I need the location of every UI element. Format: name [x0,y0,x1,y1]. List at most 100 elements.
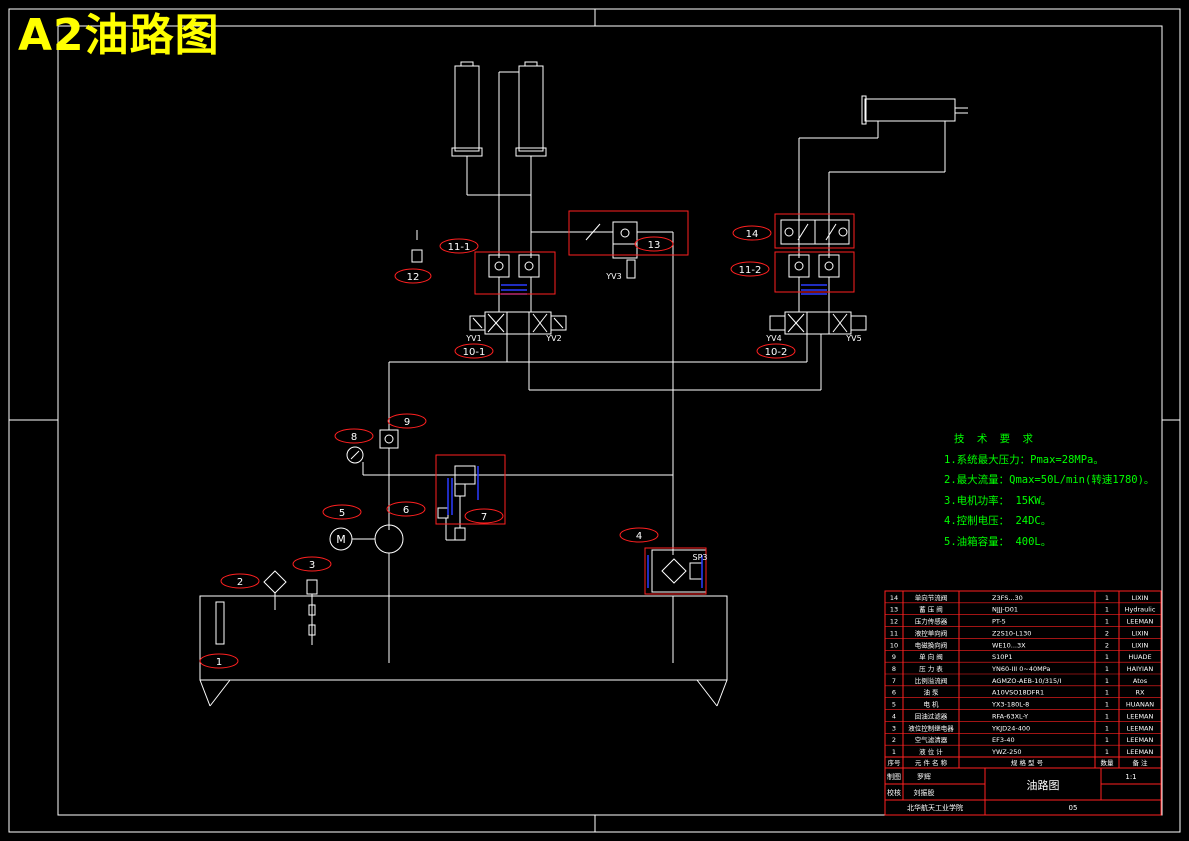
cylinder-right [861,95,968,125]
parts-cell-qty: 1 [1105,594,1109,602]
oval-10-1 [454,343,494,359]
label-6: 6 [403,505,409,516]
oval-14 [732,225,772,241]
throttle-check-valve-14 [780,219,850,245]
parts-cell-note: LIXIN [1132,629,1149,637]
parts-cell-qty: 1 [1105,701,1109,709]
label-1: 1 [216,657,222,668]
label-yv5: YV5 [845,334,861,343]
header-no: 序号 [888,758,902,767]
check-valve-9 [379,429,399,449]
parts-cell-name: 比例溢流阀 [915,676,948,685]
tech-item: 1.系统最大压力：Pmax=28MPa。 [944,453,1104,466]
oval-13 [634,236,674,252]
oval-4 [619,527,659,543]
oval-7 [464,508,504,524]
parts-cell-note: Hydraulic [1125,606,1156,614]
parts-cell-model: A10VSO18DFR1 [992,689,1044,697]
parts-cell-name: 液位控制继电器 [908,723,954,732]
parts-cell-note: LIXIN [1132,641,1149,649]
pressure-sensor-12 [411,249,423,263]
enclosure-11-2 [774,251,855,293]
oval-5 [322,504,362,520]
parts-cell-no: 7 [892,677,896,685]
parts-cell-no: 1 [892,748,896,756]
directional-valve-10-1 [469,311,567,335]
parts-cell-model: Z3FS...30 [992,594,1023,602]
oval-3 [292,556,332,572]
technical-requirements: 技 术 要 求 1.系统最大压力：Pmax=28MPa。 2.最大流量：Qmax… [944,429,1154,552]
parts-cell-note: LEEMAN [1127,724,1154,732]
label-11-1: 11-1 [448,242,471,253]
pilot-check-valve-11-2 [788,254,840,278]
enclosure-4 [644,547,707,595]
parts-cell-no: 2 [892,736,896,744]
oil-tank [199,595,728,707]
label-4: 4 [636,531,642,542]
parts-cell-no: 4 [892,712,896,720]
parts-cell-name: 蓄 压 阀 [919,605,943,614]
valve-13 [580,221,638,279]
parts-cell-qty: 1 [1105,618,1109,626]
label-yv4: YV4 [765,334,781,343]
label-motor: M [336,533,346,546]
parts-cell-note: LIXIN [1132,594,1149,602]
label-13: 13 [648,240,661,251]
label-2: 2 [237,577,243,588]
label-yv1: YV1 [465,334,481,343]
parts-cell-name: 回油过滤器 [915,711,948,720]
oval-1 [199,653,239,669]
parts-cell-model: WE10...3X [992,641,1026,649]
oval-11-2 [730,261,770,277]
checker-label: 校核 [887,788,901,797]
parts-cell-note: LEEMAN [1127,748,1154,756]
parts-cell-name: 单向节流阀 [915,593,948,602]
cylinder-left-1 [451,61,483,195]
parts-cell-qty: 1 [1105,736,1109,744]
parts-cell-no: 12 [890,618,898,626]
tech-item: 5.油箱容量： 400L。 [944,535,1052,548]
label-12: 12 [407,272,420,283]
parts-cell-name: 液 位 计 [919,747,943,756]
pilot-check-valve-11-1 [488,254,540,278]
parts-cell-no: 3 [892,724,896,732]
enclosure-7 [435,454,506,525]
designer-name: 罗辉 [917,773,931,781]
label-7: 7 [481,512,487,523]
parts-cell-qty: 1 [1105,606,1109,614]
parts-cell-name: 空气滤清器 [915,735,948,744]
parts-cell-model: YWZ-250 [991,748,1022,756]
oval-12 [394,268,432,284]
oval-10-2 [756,343,796,359]
label-yv3: YV3 [605,272,621,281]
parts-list-header: 序号 元 件 名 称 规 格 型 号 数量 备 注 [888,758,1149,767]
parts-cell-qty: 1 [1105,653,1109,661]
sheet-number: 05 [1069,804,1078,812]
parts-cell-qty: 1 [1105,665,1109,673]
proportional-relief-valve-7 [437,465,476,541]
label-8: 8 [351,432,357,443]
parts-cell-note: RX [1136,689,1146,697]
drawing-name: 油路图 [1027,778,1060,792]
oval-9 [387,413,427,429]
parts-cell-model: Z2S10-L130 [992,629,1031,637]
drawing-scale: 1:1 [1125,773,1136,781]
parts-cell-qty: 1 [1105,724,1109,732]
parts-cell-no: 6 [892,689,896,697]
parts-cell-model: PT-5 [992,618,1006,626]
parts-cell-name: 单 向 阀 [919,652,943,661]
tech-item: 2.最大流量：Qmax=50L/min(转速1780)。 [944,474,1155,486]
pressure-gauge-8 [346,446,364,464]
parts-cell-note: HUANAN [1126,701,1154,709]
header-note: 备 注 [1132,758,1148,767]
parts-cell-no: 14 [890,594,898,602]
parts-cell-qty: 2 [1105,629,1109,637]
parts-cell-model: AGMZO-AEB-10/315/I [992,677,1061,685]
parts-cell-no: 8 [892,665,896,673]
parts-cell-name: 压 力 表 [919,664,943,673]
oval-2 [220,573,260,589]
label-11-2: 11-2 [739,265,762,276]
parts-cell-name: 电磁换向阀 [915,640,948,649]
